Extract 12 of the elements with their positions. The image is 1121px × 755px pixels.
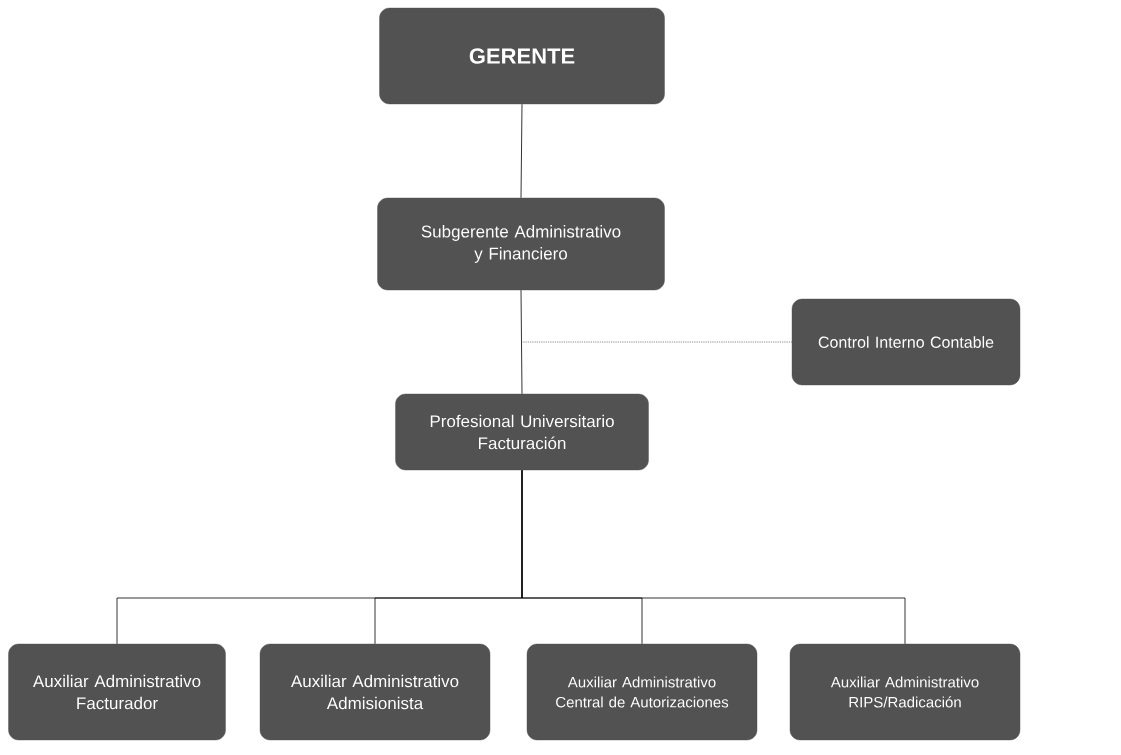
connector-line xyxy=(520,103,523,199)
position-box: Auxiliar Administrativo Admisionista xyxy=(259,643,491,741)
position-box: Auxiliar Administrativo Facturador xyxy=(8,643,226,741)
dotted-connector xyxy=(520,341,793,343)
position-box: Auxiliar Administrativo Central de Autorizaciones xyxy=(526,643,758,741)
connector-line xyxy=(521,469,906,645)
position-box: Auxiliar Administrativo RIPS/Radicación xyxy=(789,643,1021,741)
position-box: Profesional Universitario Facturación xyxy=(395,393,649,471)
connector-line xyxy=(520,289,523,395)
manager-box: GERENTE xyxy=(379,7,665,105)
position-box: Control Interno Contable xyxy=(791,298,1021,386)
position-box: Subgerente Administrativo y Financiero xyxy=(377,197,665,291)
